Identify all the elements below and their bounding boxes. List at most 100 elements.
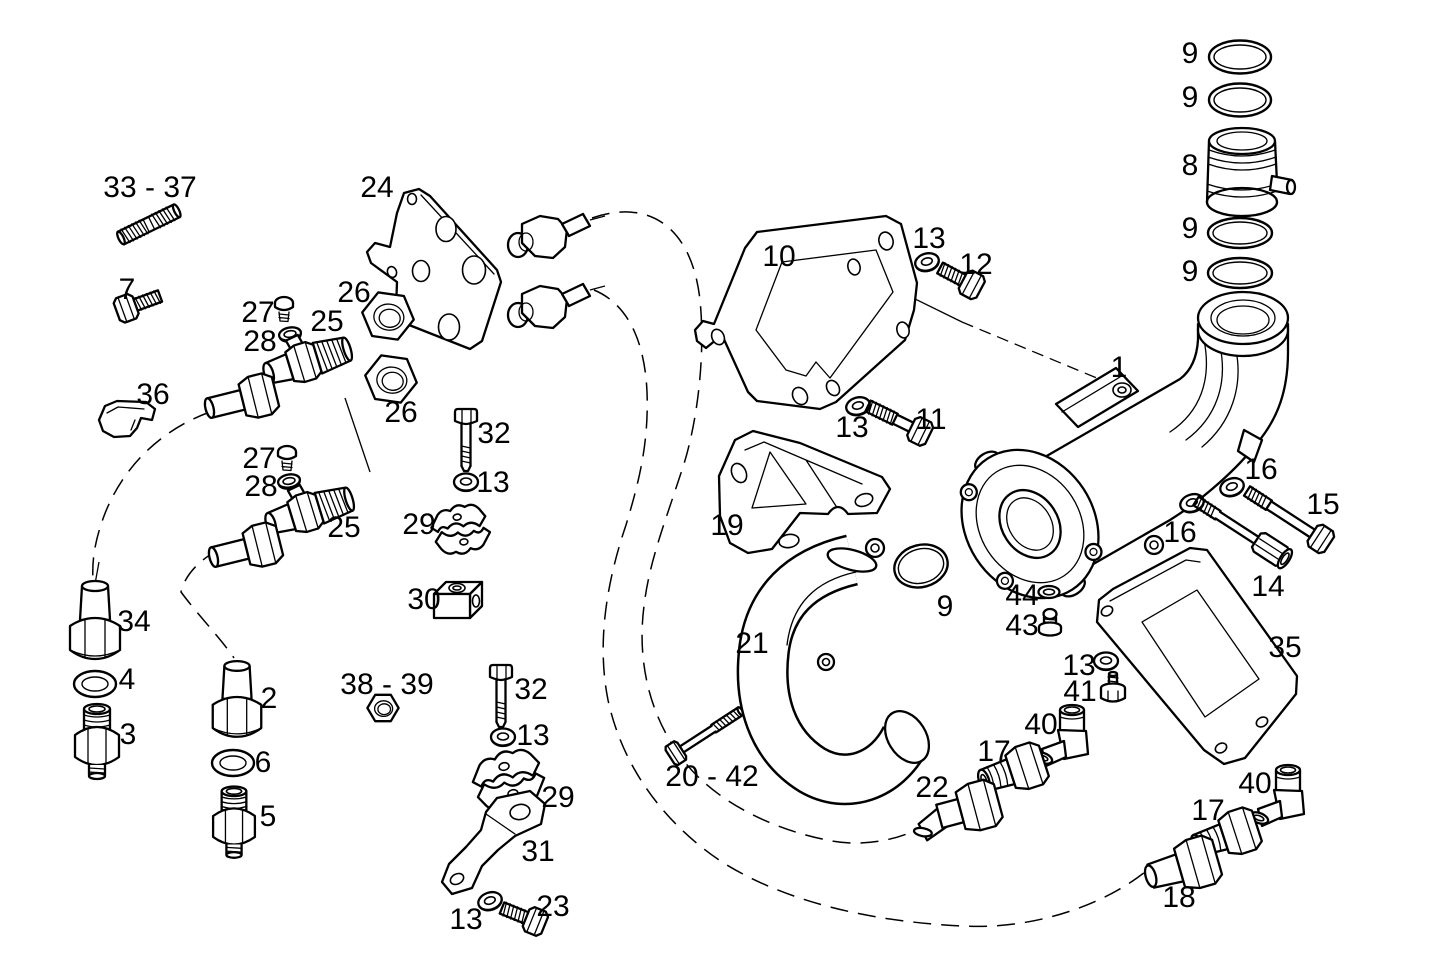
pipe-21 — [736, 534, 931, 806]
part-label-10-27: 27 — [242, 442, 275, 475]
part-label-35-11: 11 — [915, 403, 946, 436]
part-label-24-32: 32 — [514, 673, 547, 706]
part-label-33-12: 12 — [959, 248, 992, 281]
hose-curve-upper — [591, 211, 934, 844]
part-label-43-15: 15 — [1306, 488, 1339, 521]
part-label-20-2: 2 — [261, 682, 278, 715]
washer-13-a — [452, 472, 480, 493]
part-label-29-23: 23 — [536, 890, 569, 923]
part-label-18-4: 4 — [119, 663, 136, 696]
washer-13-b — [489, 727, 517, 748]
part-label-54-9: 9 — [937, 590, 954, 623]
clamp-29-upper-half-b — [433, 525, 494, 558]
bolt-32-upper — [453, 407, 479, 473]
part-label-21-6: 6 — [255, 746, 272, 779]
part-label-34-13: 13 — [835, 411, 868, 444]
hose-curve-left — [92, 411, 211, 581]
part-label-16-30: 30 — [407, 583, 440, 616]
part-label-19-3: 3 — [120, 718, 137, 751]
part-label-13-32: 32 — [477, 417, 510, 450]
part-label-32-13: 13 — [912, 222, 945, 255]
o-ring-9-pipe — [893, 543, 949, 589]
o-ring-9-1 — [1207, 39, 1273, 75]
part-label-27-31: 31 — [521, 835, 554, 868]
part-label-52-17: 17 — [977, 735, 1010, 768]
seal-ring-4 — [72, 669, 118, 699]
part-label-17-34: 34 — [117, 605, 150, 638]
part-label-46-35: 35 — [1268, 631, 1301, 664]
part-label-12-25: 25 — [327, 511, 360, 544]
plug-fitting-22 — [912, 778, 1004, 842]
washer-13-d — [1092, 651, 1120, 672]
bleed-screw-27-upper — [273, 295, 295, 323]
screw-41 — [1099, 670, 1127, 703]
clamp-29-upper-half-a — [427, 500, 488, 534]
hose-curve-lower — [593, 289, 1146, 928]
part-label-42-16: 16 — [1244, 453, 1277, 486]
stud-33-37 — [116, 203, 182, 246]
part-label-55-21: 21 — [735, 627, 768, 660]
part-label-38-8: 8 — [1182, 149, 1199, 182]
part-label-11-28: 28 — [244, 470, 277, 503]
part-label-41-1: 1 — [1111, 351, 1128, 384]
hose-curve-left-lower — [180, 549, 235, 659]
sensor-fitting-lower — [506, 282, 607, 330]
part-label-59-18: 18 — [1162, 881, 1195, 914]
part-label-23-38-39: 38 - 39 — [340, 668, 433, 701]
bracket-31 — [440, 789, 547, 896]
part-label-26-29: 29 — [541, 781, 574, 814]
part-label-39-9: 9 — [1182, 212, 1199, 245]
part-label-3-7: 7 — [119, 273, 136, 306]
bracket-19 — [717, 429, 892, 555]
part-label-9-26: 26 — [384, 396, 417, 429]
heat-exchanger-housing-1 — [959, 290, 1290, 600]
part-label-28-13: 13 — [449, 903, 482, 936]
part-label-1-33-37: 33 - 37 — [103, 171, 196, 204]
part-label-8-36: 36 — [136, 378, 169, 411]
fitting-5 — [212, 785, 256, 859]
o-ring-9-3 — [1206, 216, 1274, 250]
fitting-3 — [73, 702, 121, 781]
o-ring-9-4 — [1206, 256, 1274, 290]
part-label-31-10: 10 — [762, 240, 795, 273]
bolt-15 — [1242, 485, 1336, 555]
seal-ring-6 — [210, 748, 256, 778]
part-label-44-16: 16 — [1163, 516, 1196, 549]
part-label-15-29: 29 — [402, 508, 435, 541]
part-label-7-28: 28 — [243, 325, 276, 358]
part-label-6-25: 25 — [310, 305, 343, 338]
bolt-14-with-spacer — [1192, 495, 1294, 570]
o-ring-44 — [1037, 584, 1061, 600]
bolt-32-lower — [488, 663, 514, 729]
fitting-2 — [211, 659, 263, 738]
part-label-40-9: 9 — [1182, 255, 1199, 288]
hose-end-lower — [203, 519, 286, 580]
sleeve-8 — [1205, 126, 1297, 218]
part-label-51-40: 40 — [1024, 708, 1057, 741]
bracket-10 — [693, 214, 919, 411]
hose-fitting-18 — [1143, 834, 1224, 890]
sensor-fitting-upper — [506, 212, 607, 260]
part-label-25-13: 13 — [516, 719, 549, 752]
part-label-4-27: 27 — [241, 296, 274, 329]
hose-end-upper — [199, 370, 282, 431]
part-label-47-44: 44 — [1005, 579, 1038, 612]
part-label-5-26: 26 — [337, 276, 370, 309]
dash-bracket10-housing — [961, 321, 1117, 387]
part-label-58-17: 17 — [1191, 794, 1224, 827]
part-label-36-9: 9 — [1182, 37, 1199, 70]
part-label-22-5: 5 — [260, 800, 277, 833]
part-label-45-14: 14 — [1251, 570, 1284, 603]
part-label-49-13: 13 — [1062, 649, 1095, 682]
part-label-53-22: 22 — [915, 771, 948, 804]
part-label-30-20-42: 20 - 42 — [665, 760, 758, 793]
part-label-2-24: 24 — [360, 171, 393, 204]
part-label-50-41: 41 — [1063, 675, 1096, 708]
fitting-34 — [68, 561, 122, 661]
clamp-block-30 — [432, 580, 484, 620]
bolt-20-42 — [664, 706, 745, 767]
leader-fitting-26 — [344, 397, 371, 473]
